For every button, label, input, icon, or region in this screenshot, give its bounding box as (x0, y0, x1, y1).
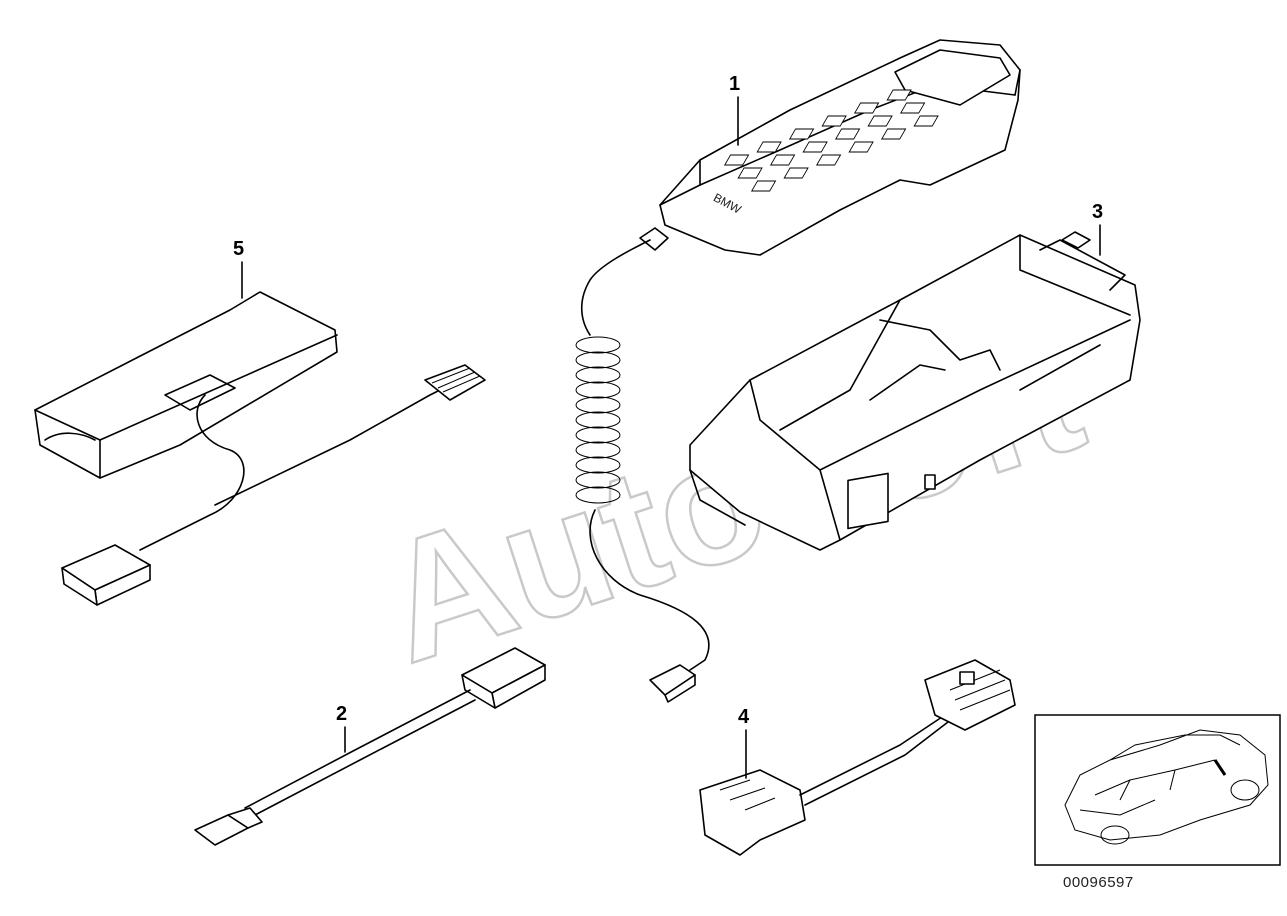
cradle-part-3[interactable] (689, 231, 1141, 551)
connector-cable-part-4[interactable] (699, 659, 1016, 856)
handset-part-1[interactable]: BMW (575, 39, 1021, 703)
svg-text:5: 5 (233, 238, 244, 260)
handset-keypad (723, 89, 939, 192)
callout-4: 4 (738, 706, 750, 779)
svg-text:1: 1 (729, 73, 740, 95)
callout-1: 1 (729, 73, 740, 146)
callout-5: 5 (233, 238, 244, 299)
module-part-5[interactable] (34, 291, 486, 606)
svg-text:3: 3 (1092, 201, 1103, 223)
coiled-cord (575, 336, 621, 504)
car-outline-icon (1064, 729, 1269, 845)
callout-2: 2 (336, 703, 347, 753)
diagram-id: 00096597 (1063, 874, 1134, 891)
vehicle-thumbnail (1034, 714, 1281, 866)
svg-text:2: 2 (336, 703, 347, 725)
adapter-cable-part-2[interactable] (194, 647, 546, 846)
svg-text:4: 4 (738, 706, 750, 728)
callout-3: 3 (1092, 201, 1103, 256)
